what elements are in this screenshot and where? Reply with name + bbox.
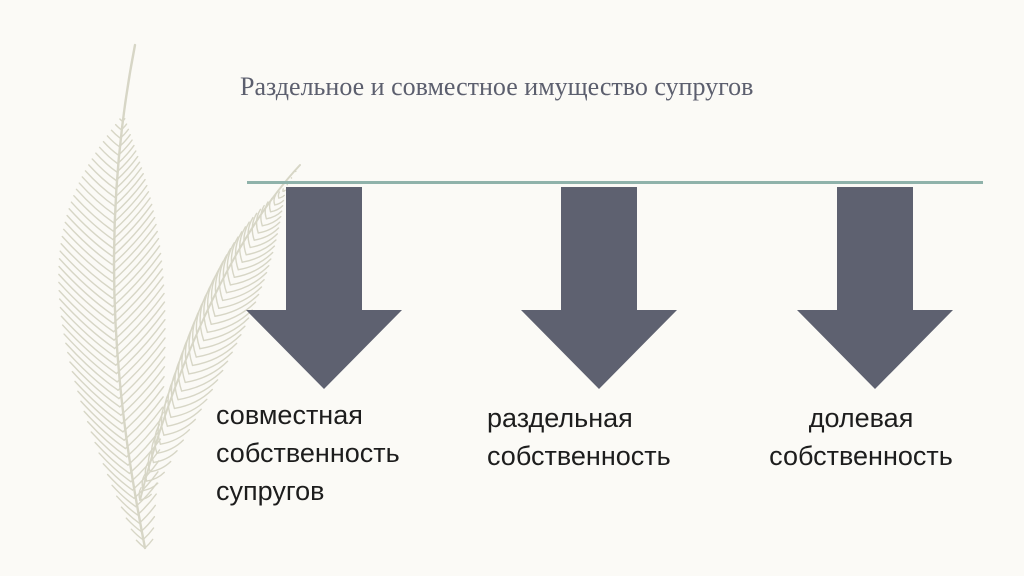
arrow-down-icon	[797, 187, 953, 389]
arrow-down-icon	[521, 187, 677, 389]
feather-decoration-icon	[58, 43, 301, 550]
label-shared-property: долевая собственность	[769, 403, 953, 471]
horizontal-rule	[247, 181, 983, 184]
slide-title: Раздельное и совместное имущество супруг…	[240, 72, 754, 101]
arrow-down-icon	[246, 187, 402, 389]
label-separate-property: раздельная собственность	[487, 403, 671, 471]
label-joint-property: совместная собственность супругов	[216, 400, 400, 506]
